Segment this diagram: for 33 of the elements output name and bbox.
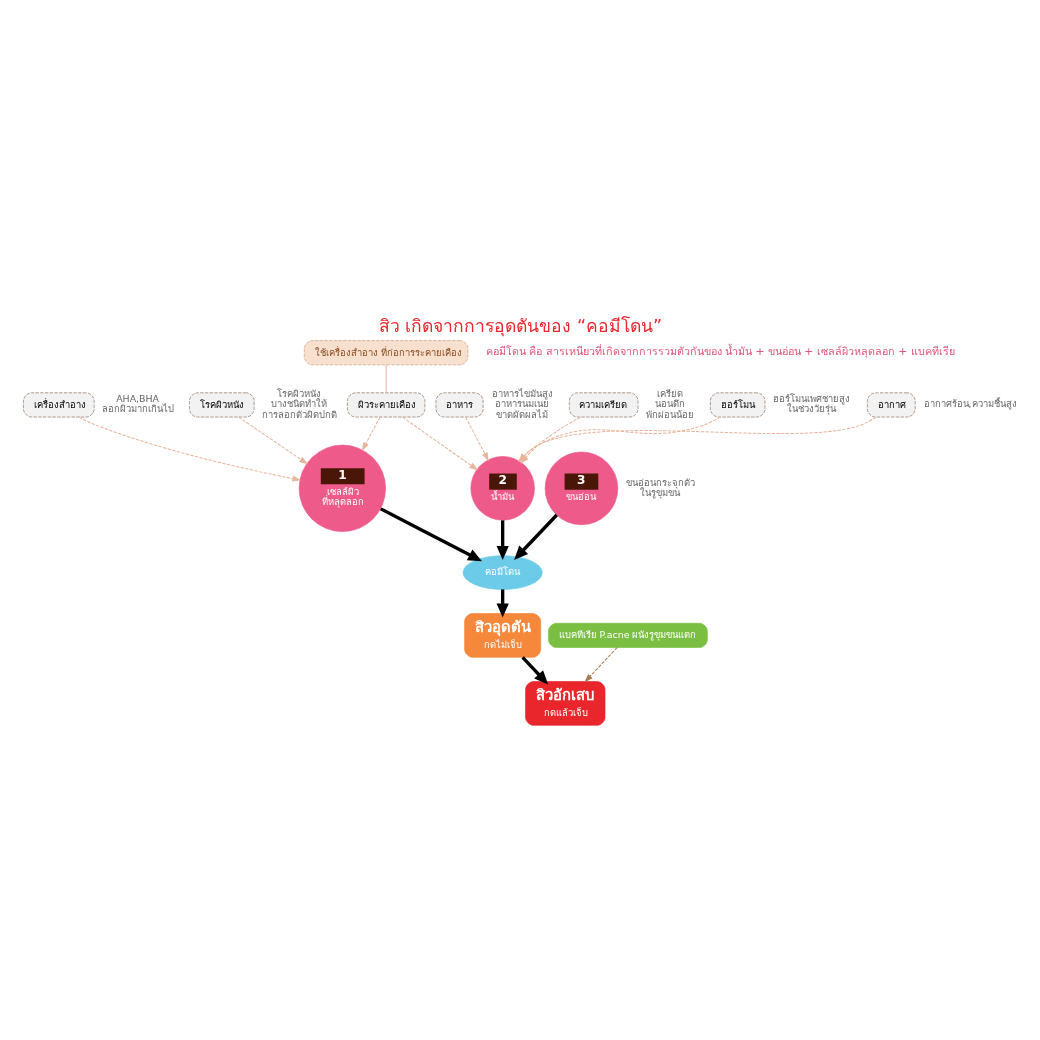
arrow [513,513,558,560]
node-box: แบคทีเรีย P.acne ผนังรูขุมขนแตก [547,622,708,648]
node-box: ความเครียด [568,391,638,417]
arrow [520,655,548,684]
node-label: ขนอ่อนกระจุกตัว ในรูขุมขน [625,476,695,498]
node-label: โรคผิวหนัง บางชนิดทำให้ การลอกตัวผิดปกติ [261,387,337,420]
arrow [496,519,509,560]
connector [385,363,387,393]
node-label: อาหารไขมันสูง อาหารนมเนย ขาดผัดผลไม้ [491,387,553,420]
node-label: อากาศร้อน,ความชื้นสูง [923,397,1017,409]
node-label: เครียด นอนดึก พักผ่อนน้อย [645,387,694,420]
label: คอมีโดน คือ สารเหนียวที่เกิดจากการรวมตัวกันของ น้ำมัน + ขนอ่อน + เซลล์ผิวหลุดลอก + แบคทีเรีย [485,344,955,358]
node-box: ฮอร์โมน [709,391,765,417]
arrow [237,416,308,464]
node-box: โรคผิวหนัง [188,391,254,417]
arrow [77,416,301,482]
arrow [583,646,617,682]
node-box: เครื่องสำอาง [22,391,94,417]
diagram-title: สิว เกิดจากการอุดตันของ “คอมีโดน” [378,315,662,336]
node-box: ผิวระคายเคือง [346,391,425,417]
node-box: อากาศ [866,391,915,417]
node-box: ใช้เครื่องสำอาง ที่ก่อการระคายเคือง [303,339,468,365]
node-box: อาหาร [435,391,483,417]
arrow [464,416,489,461]
node-box: สิวอักเสบ กดแล้วเจ็บ [524,680,605,726]
arrow [401,416,478,470]
node-circle: 3 ขนอ่อน [544,451,618,525]
node-ellipse: คอมีโดน [462,554,543,590]
node-label: ฮอร์โมนเพศชายสูง ในช่วงวัยรุ่น [772,392,850,414]
node-label: AHA,BHA ลอกผิวมากเกินไป [101,392,174,414]
arrow [361,416,380,451]
node-box: สิวอุดตัน กดไม่เจ็บ [463,612,541,658]
arrow [379,506,482,561]
